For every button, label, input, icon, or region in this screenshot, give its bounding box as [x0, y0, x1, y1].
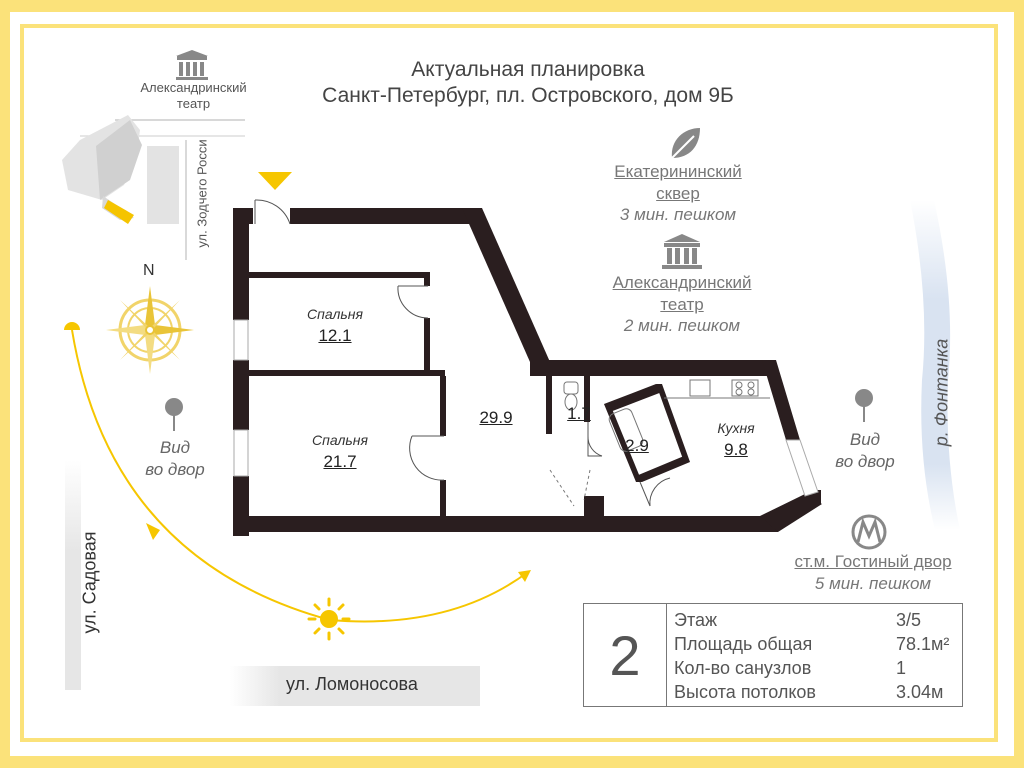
poi-theatre-time: 2 мин. пешком — [623, 316, 741, 335]
room-area-bath: 2.9 — [625, 436, 649, 455]
street-strip-bottom — [230, 666, 480, 706]
info-label-floor: Этаж — [674, 610, 718, 630]
window — [785, 439, 819, 497]
wall-segment — [233, 360, 249, 430]
wall-segment — [424, 318, 430, 376]
theatre-icon — [662, 234, 702, 269]
wall-segment — [233, 516, 778, 532]
wall-segment — [424, 272, 430, 286]
map-theatre-label-2: театр — [176, 96, 211, 111]
view-left-line1: Вид — [159, 438, 191, 457]
plan-title: Актуальная планировка — [411, 58, 645, 81]
poi-square-name[interactable]: Екатерининский — [614, 162, 742, 181]
wall-segment — [462, 208, 550, 362]
wall-segment — [656, 384, 690, 462]
wall-segment — [604, 384, 662, 412]
wall-segment — [440, 480, 446, 520]
room-area-bedroom-2: 21.7 — [323, 452, 357, 471]
plan-address: Санкт-Петербург, пл. Островского, дом 9Б — [322, 84, 734, 107]
room-area-kitchen: 9.8 — [724, 440, 748, 459]
wall-segment — [290, 208, 475, 224]
room-label-kitchen: Кухня — [717, 420, 755, 436]
info-value-area: 78.1м² — [896, 634, 950, 654]
pin-icon — [165, 398, 183, 431]
room-label-bedroom-2: Спальня — [312, 432, 368, 448]
poi-theatre-name[interactable]: Александринский — [612, 273, 752, 292]
window — [233, 319, 249, 361]
street-lomonosova-label: ул. Ломоносова — [286, 674, 418, 694]
river-fontanka — [910, 200, 960, 530]
building-icon-small — [176, 50, 208, 80]
map-theatre-label: Александринский — [140, 80, 247, 95]
poi-square-time: 3 мин. пешком — [619, 205, 737, 224]
apartment-info-box: 2 Этаж 3/5 Площадь общая 78.1м² Кол-во с… — [583, 603, 963, 707]
wall-segment — [584, 376, 590, 422]
view-right-line2: во двор — [835, 452, 895, 471]
sun-arrow-icon-2 — [518, 570, 531, 582]
sun-arrow-icon — [146, 523, 160, 540]
pin-icon-right — [855, 389, 873, 422]
poi-square-name-2[interactable]: сквер — [656, 184, 700, 203]
window — [233, 429, 249, 477]
wall-segment — [760, 494, 822, 532]
wall-segment — [249, 370, 445, 376]
info-value-floor: 3/5 — [896, 610, 922, 630]
info-label-bathrooms: Кол-во санузлов — [674, 658, 812, 678]
wall-segment — [233, 208, 249, 320]
room-area-bedroom-1: 12.1 — [318, 326, 352, 345]
site-map — [62, 50, 245, 260]
rooms-count: 2 — [584, 604, 667, 706]
entrance-arrow-icon — [258, 172, 292, 190]
view-left-line2: во двор — [145, 460, 205, 479]
info-value-ceiling: 3.04м — [896, 682, 944, 702]
wall-segment — [530, 360, 776, 376]
info-value-bathrooms: 1 — [896, 658, 907, 678]
street-strip-left — [65, 460, 81, 690]
room-area-living: 29.9 — [479, 408, 513, 427]
poi-metro-name[interactable]: ст.м. Гостиный двор — [794, 552, 952, 571]
compass-rose-icon — [106, 286, 194, 374]
wall-segment — [584, 496, 604, 518]
wall-segment — [636, 456, 690, 482]
room-area-wc: 1.7 — [567, 404, 591, 423]
sun-icon — [307, 597, 351, 641]
view-right-line1: Вид — [849, 430, 881, 449]
page-frame — [20, 24, 998, 742]
metro-icon — [851, 514, 887, 550]
wall-segment — [546, 376, 552, 434]
wall-segment — [440, 376, 446, 436]
info-label-ceiling: Высота потолков — [674, 682, 816, 702]
room-label-bedroom-1: Спальня — [307, 306, 363, 322]
poi-metro-time: 5 мин. пешком — [814, 574, 932, 593]
info-label-area: Площадь общая — [674, 634, 813, 654]
wall-segment — [604, 404, 642, 482]
poi-theatre-name-2[interactable]: театр — [660, 295, 704, 314]
wall-segment — [249, 272, 427, 278]
wall-segment — [762, 360, 800, 440]
compass-north-label: N — [143, 262, 155, 279]
sunrise-icon — [64, 322, 80, 330]
leaf-icon — [671, 128, 700, 159]
